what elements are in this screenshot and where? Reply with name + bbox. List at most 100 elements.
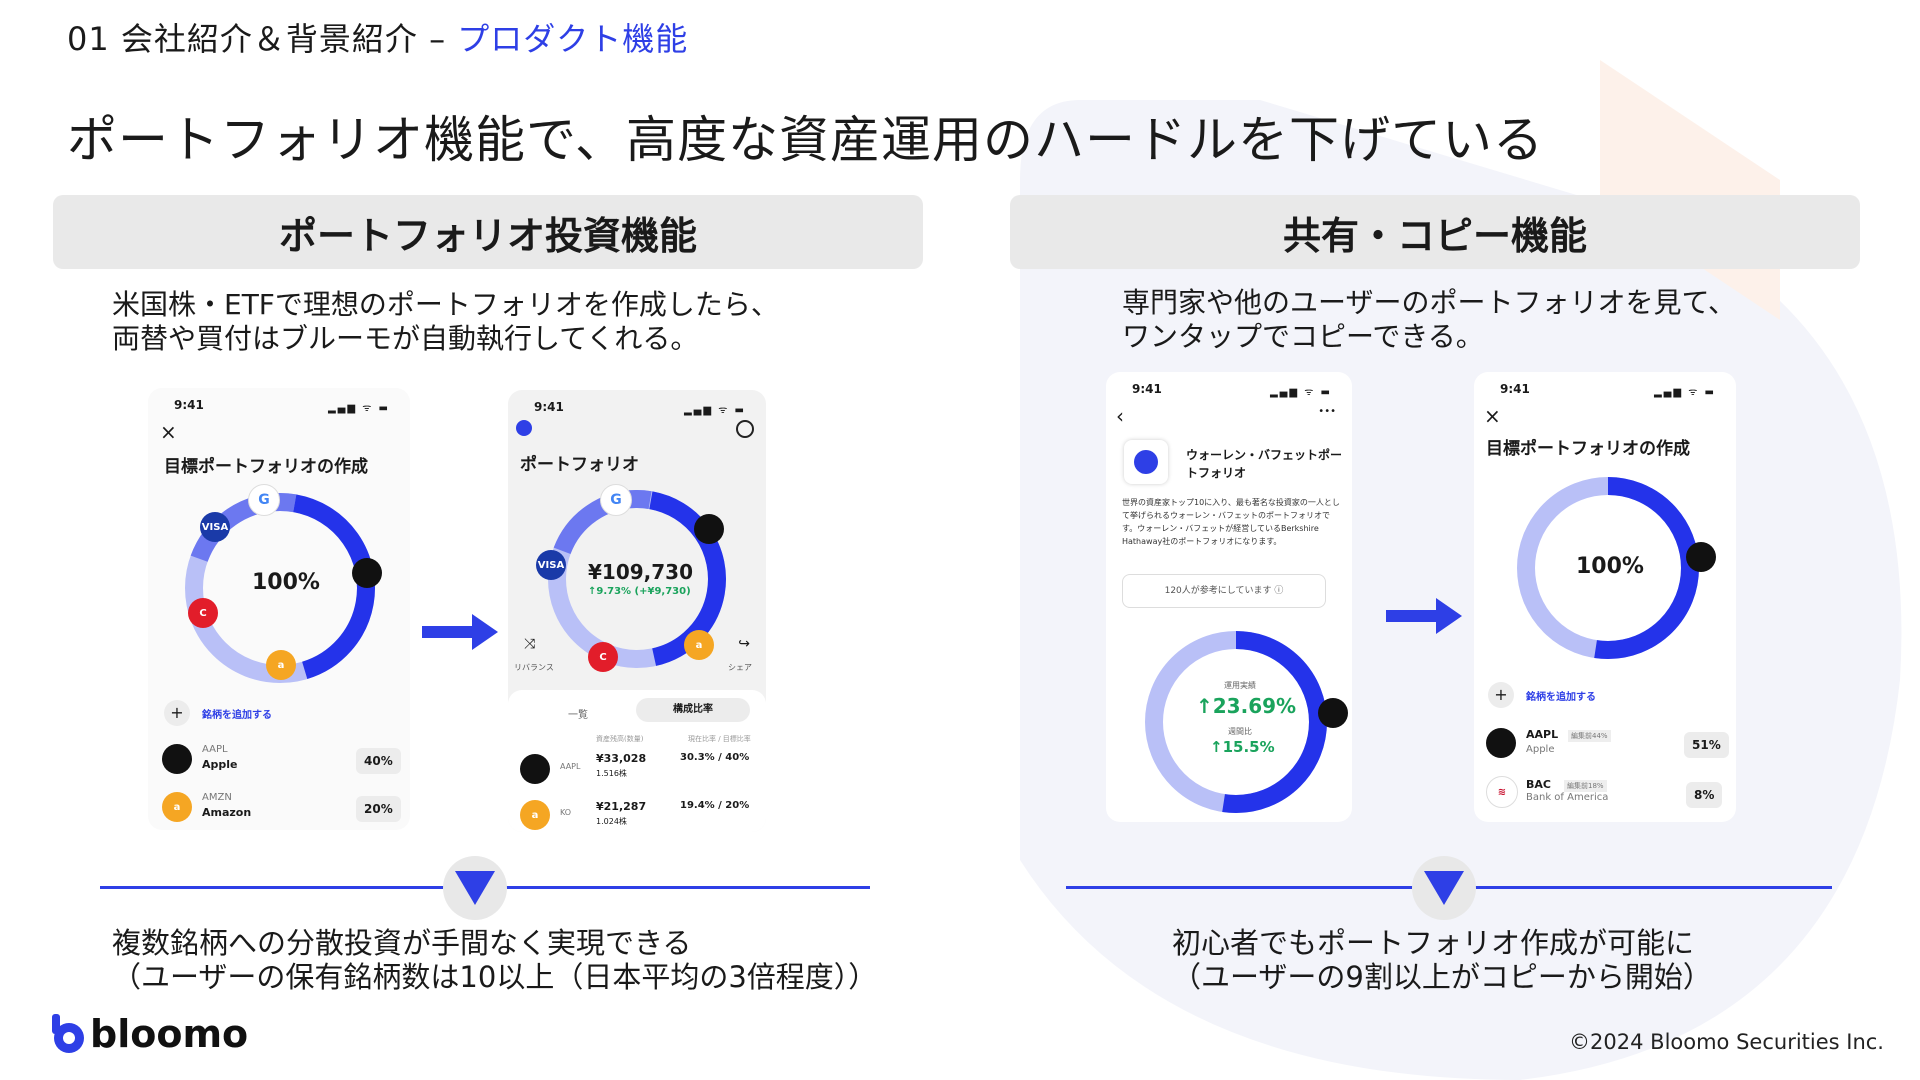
weekly-label: 週間比 xyxy=(1228,727,1252,736)
row-percent[interactable]: 8% xyxy=(1686,782,1723,808)
phone-title: 目標ポートフォリオの作成 xyxy=(164,457,368,477)
portfolio-result-line1: 複数銘柄への分散投資が手間なく実現できる xyxy=(112,926,692,960)
apple-icon xyxy=(1686,542,1716,572)
add-stock-link[interactable]: 銘柄を追加する xyxy=(1526,692,1596,703)
apple-icon xyxy=(1318,698,1348,728)
status-icons: ▂▄▆ ᯤ ▬ xyxy=(1269,387,1332,398)
arrow-right-icon xyxy=(422,614,498,650)
shuffle-icon[interactable]: ⤨ xyxy=(524,636,536,652)
amazon-icon: a xyxy=(162,792,192,822)
status-time: 9:41 xyxy=(1132,382,1162,396)
section-heading-share-copy: 共有・コピー機能 xyxy=(1010,195,1860,269)
row-name: Apple xyxy=(1526,744,1555,755)
row-quantity: 1.024株 xyxy=(596,817,627,826)
copyright: ©2024 Bloomo Securities Inc. xyxy=(1569,1030,1884,1054)
apple-icon xyxy=(162,744,192,774)
row-percent[interactable]: 40% xyxy=(356,748,401,774)
down-triangle-icon xyxy=(443,856,507,920)
row-ticker: KO xyxy=(560,808,572,817)
row-percent[interactable]: 20% xyxy=(356,796,401,822)
portfolio-result: 複数銘柄への分散投資が手間なく実現できる （ユーザーの保有銘柄数は10以上（日本… xyxy=(112,926,877,994)
tab-list[interactable]: 一覧 xyxy=(568,710,588,721)
phone-shared-portfolio: 9:41 ▂▄▆ ᯤ ▬ ‹ ••• ウォーレン・バフェットポー トフォリオ 世… xyxy=(1106,372,1352,822)
bloomo-logo-icon xyxy=(52,1014,84,1053)
row-previous-tag: 編集前18% xyxy=(1564,780,1607,792)
performance-value: ↑23.69% xyxy=(1196,694,1297,718)
cocacola-icon: C xyxy=(588,642,618,672)
status-time: 9:41 xyxy=(534,400,564,414)
share-desc-line1: 専門家や他のユーザーのポートフォリオを見て、 xyxy=(1122,286,1737,319)
portfolio-desc-line2: 両替や買付はブルーモが自動執行してくれる。 xyxy=(112,322,699,355)
status-time: 9:41 xyxy=(174,398,204,412)
portfolio-value: ¥109,730 xyxy=(588,560,694,584)
apple-icon xyxy=(694,514,724,544)
status-icons: ▂▄▆ ᯤ ▬ xyxy=(1653,387,1716,398)
back-icon[interactable]: ‹ xyxy=(1116,404,1124,428)
bank-of-america-icon: ≋ xyxy=(1486,776,1518,808)
bloomo-logo-icon xyxy=(516,420,532,436)
close-icon[interactable]: × xyxy=(1484,404,1501,428)
google-icon: G xyxy=(248,484,280,516)
apple-icon xyxy=(1486,728,1516,758)
status-time: 9:41 xyxy=(1500,382,1530,396)
column-header-ratio: 現在比率 / 目標比率 xyxy=(688,735,751,743)
amazon-icon: a xyxy=(266,650,296,680)
row-ticker: BAC xyxy=(1526,778,1551,791)
row-ticker: AAPL xyxy=(202,744,228,755)
holdings-panel: 一覧 構成比率 資産残高(数量) 現在比率 / 目標比率 AAPL ¥33,02… xyxy=(508,690,766,832)
portfolio-change: ↑9.73% (+¥9,730) xyxy=(588,586,691,597)
row-ticker: AAPL xyxy=(1526,728,1559,741)
row-previous-tag: 編集前44% xyxy=(1568,730,1611,742)
visa-icon: VISA xyxy=(536,550,566,580)
visa-icon: VISA xyxy=(200,512,230,542)
row-ticker: AMZN xyxy=(202,792,232,803)
share-label[interactable]: シェア xyxy=(728,663,752,672)
add-stock-icon[interactable]: + xyxy=(1488,682,1514,708)
arrow-right-icon xyxy=(1386,598,1462,634)
google-icon: G xyxy=(600,484,632,516)
apple-icon xyxy=(520,754,550,784)
phone-title: 目標ポートフォリオの作成 xyxy=(1486,439,1690,459)
section-heading-portfolio: ポートフォリオ投資機能 xyxy=(53,195,923,269)
performance-label: 運用実績 xyxy=(1224,681,1256,690)
row-ratio: 30.3% / 40% xyxy=(680,752,750,763)
row-ticker: AAPL xyxy=(560,762,581,771)
row-quantity: 1.516株 xyxy=(596,769,627,778)
brand-logo: bloomo xyxy=(50,1012,248,1056)
tab-composition[interactable]: 構成比率 xyxy=(636,698,750,722)
phone-title: ポートフォリオ xyxy=(520,455,639,475)
column-header-balance: 資産残高(数量) xyxy=(596,735,644,743)
row-value: ¥33,028 xyxy=(596,752,647,765)
status-icons: ▂▄▆ ᯤ ▬ xyxy=(327,403,390,414)
share-desc-line2: ワンタップでコピーできる。 xyxy=(1122,320,1484,353)
share-result-line2: （ユーザーの9割以上がコピーから開始） xyxy=(1172,960,1712,994)
brand-name: bloomo xyxy=(90,1012,249,1056)
portfolio-desc-line1: 米国株・ETFで理想のポートフォリオを作成したら、 xyxy=(112,288,779,321)
ring-center-value: 100% xyxy=(1576,554,1644,579)
share-result: 初心者でもポートフォリオ作成が可能に （ユーザーの9割以上がコピーから開始） xyxy=(1172,926,1712,994)
share-icon[interactable]: ↪ xyxy=(738,636,750,652)
close-icon[interactable]: × xyxy=(160,420,177,444)
portfolio-ring xyxy=(548,490,726,668)
portfolio-name-line2: トフォリオ xyxy=(1186,466,1247,480)
add-stock-link[interactable]: 銘柄を追加する xyxy=(202,710,272,721)
breadcrumb-current: プロダクト機能 xyxy=(457,20,689,58)
reference-count-badge[interactable]: 120人が参考にしています ⓘ xyxy=(1122,574,1326,608)
bloomo-logo-icon xyxy=(1124,440,1168,484)
breadcrumb-prefix: 01 会社紹介＆背景紹介 – xyxy=(67,20,447,58)
portfolio-result-line2: （ユーザーの保有銘柄数は10以上（日本平均の3倍程度）） xyxy=(112,960,878,994)
add-stock-icon[interactable]: + xyxy=(164,700,190,726)
performance-ring xyxy=(1145,631,1327,813)
share-result-line1: 初心者でもポートフォリオ作成が可能に xyxy=(1172,926,1695,960)
phone-portfolio: 9:41 ▂▄▆ ᯤ ▬ ポートフォリオ ¥109,730 ↑9.73% (+¥… xyxy=(508,390,766,832)
row-name: Amazon xyxy=(202,806,252,819)
more-icon[interactable]: ••• xyxy=(1318,406,1336,417)
phone-target-portfolio: 9:41 ▂▄▆ ᯤ ▬ × 目標ポートフォリオの作成 100% G VISA … xyxy=(148,388,410,830)
portfolio-description: 世界の資産家トップ10に入り、最も著名な投資家の一人として挙げられるウォーレン・… xyxy=(1122,498,1340,546)
row-percent[interactable]: 51% xyxy=(1684,732,1729,758)
account-icon[interactable] xyxy=(736,420,754,438)
row-value: ¥21,287 xyxy=(596,800,647,813)
row-name: Apple xyxy=(202,758,238,771)
rebalance-label[interactable]: リバランス xyxy=(514,663,554,672)
row-ratio: 19.4% / 20% xyxy=(680,800,750,811)
